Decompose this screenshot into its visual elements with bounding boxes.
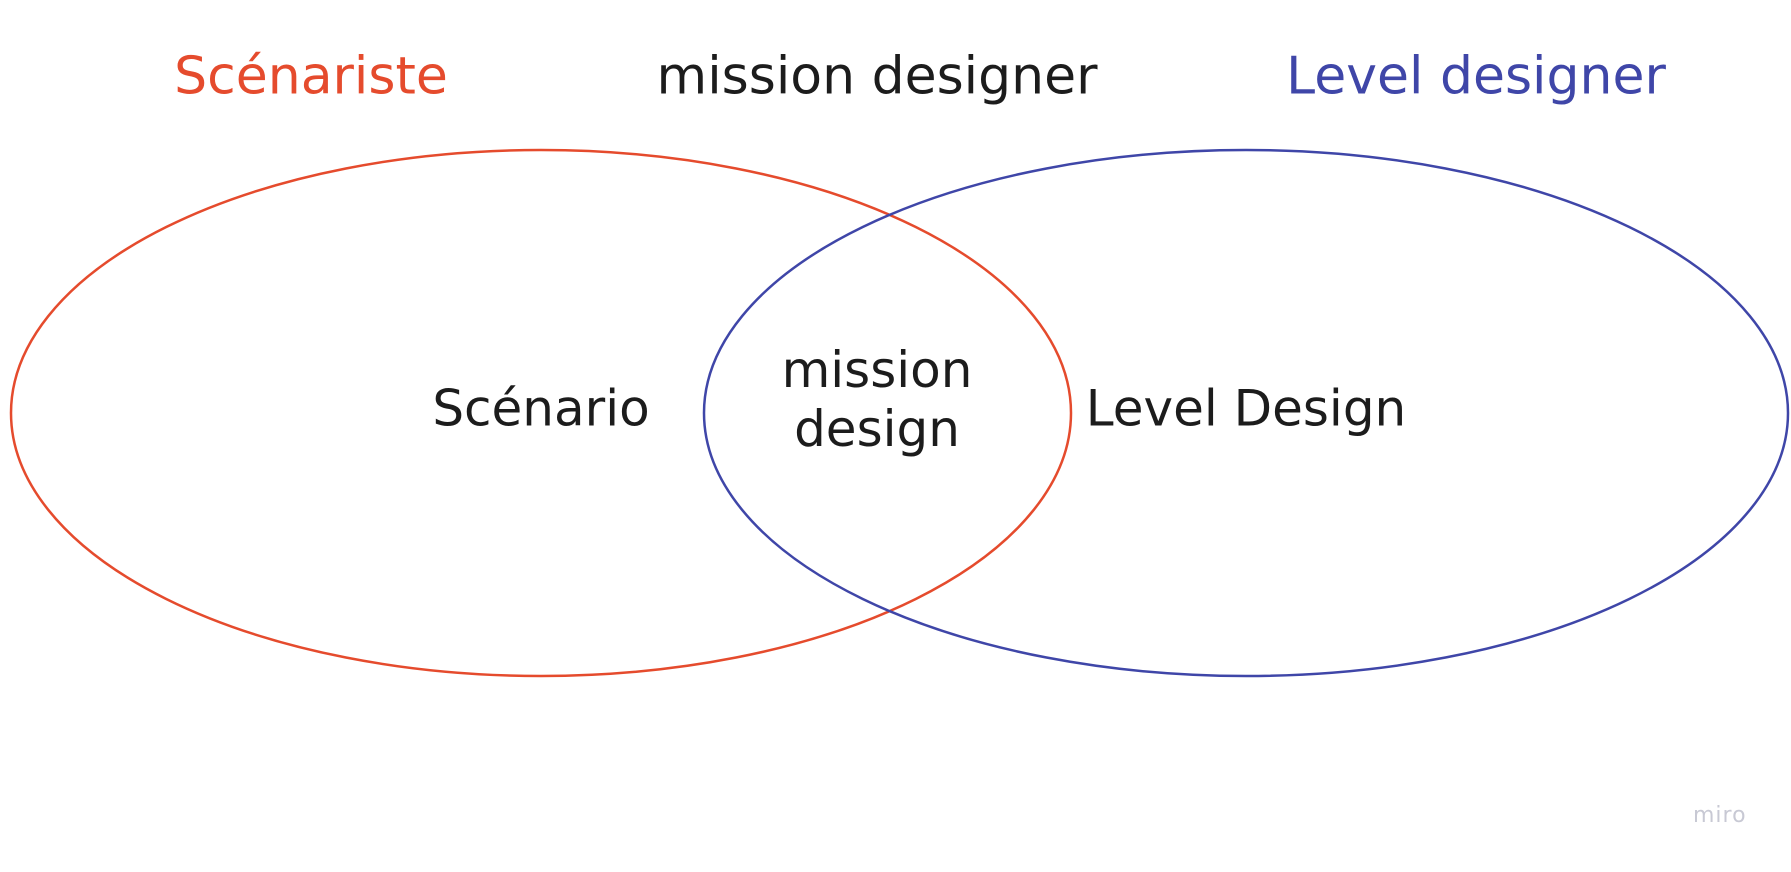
mission-design-line2: design xyxy=(794,400,960,458)
scenariste-heading: Scénariste xyxy=(174,46,448,107)
mission-design-line1: mission xyxy=(781,341,973,399)
level-design-ellipse xyxy=(702,148,1790,678)
scenario-label: Scénario xyxy=(432,379,650,438)
level-design-label: Level Design xyxy=(1085,379,1407,438)
scenario-ellipse xyxy=(9,148,1073,678)
mission-design-label: mission design xyxy=(782,341,973,459)
mission-designer-heading: mission designer xyxy=(656,46,1098,107)
level-designer-heading: Level designer xyxy=(1286,46,1666,107)
miro-watermark: miro xyxy=(1693,803,1747,828)
